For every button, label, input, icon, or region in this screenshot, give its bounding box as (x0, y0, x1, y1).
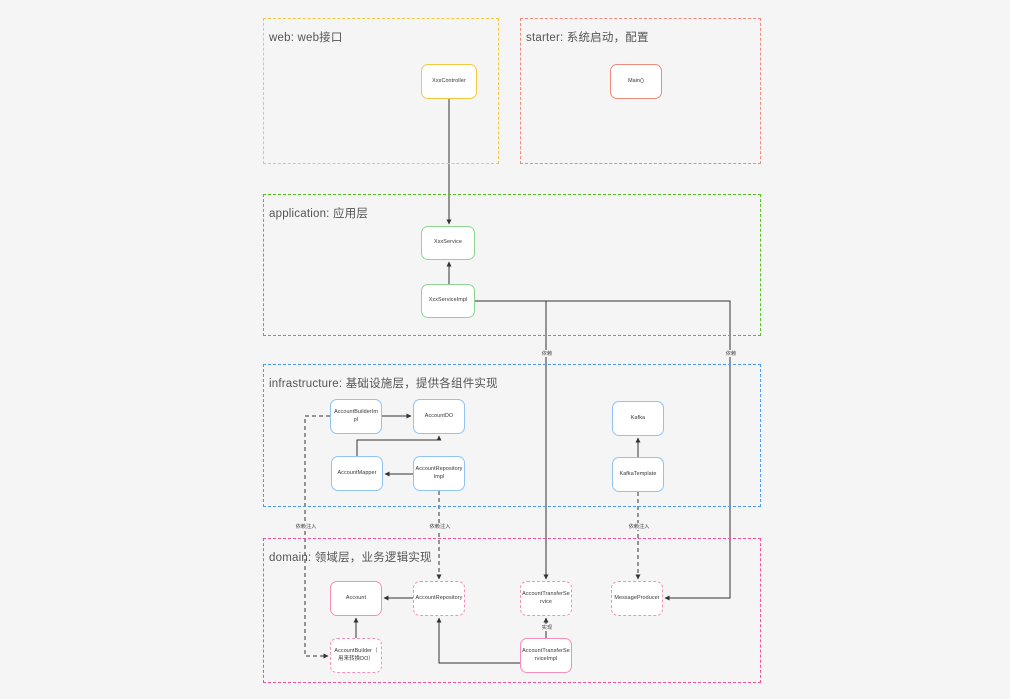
node-label-line: Impl (433, 473, 445, 480)
node-xxx-service-impl[interactable]: XxxServiceImpl (421, 284, 475, 318)
edge-label-dep-inject-builder: 依赖注入 (291, 523, 321, 530)
node-label-line: AccountTransferSe (522, 590, 570, 597)
node-account-do[interactable]: AccountDO (413, 399, 465, 434)
layer-title-web: web: web接口 (269, 32, 343, 44)
layer-title-domain: domain: 领域层，业务逻辑实现 (269, 552, 432, 564)
node-label-line: AccountDO (424, 412, 454, 419)
node-label-line: AccountRepository (415, 465, 463, 472)
node-label-line: AccountMapper (337, 469, 377, 476)
node-message-producer[interactable]: MessageProducer (611, 581, 663, 616)
node-kafka-template[interactable]: KafkaTemplate (612, 457, 664, 492)
node-label-line: AccountTransferSe (522, 647, 570, 654)
layer-application (263, 194, 761, 336)
node-label-line: rvice (540, 598, 552, 605)
layer-starter (520, 18, 761, 164)
node-label-account-repository: AccountRepository (416, 595, 463, 603)
node-label-line: XxxController (432, 77, 466, 84)
edge-mapper-to-accountdo (356, 435, 442, 456)
node-label-line: pl (353, 416, 359, 423)
node-label-line: KafkaTemplate (619, 470, 657, 477)
node-label-line: XxxService (434, 239, 462, 246)
layer-web (263, 18, 499, 164)
node-account-builder[interactable]: AccountBuilder（用来转换DO） (330, 638, 382, 673)
edge-label-dep-transfer: 依赖 (532, 350, 562, 357)
layer-title-infrastructure: infrastructure: 基础设施层，提供各组件实现 (269, 378, 498, 390)
node-xxx-service[interactable]: XxxService (421, 226, 475, 260)
edge-di-builderimpl-to-builder (304, 415, 330, 659)
edge-serviceimpl-to-messageproducer (475, 300, 731, 601)
node-main[interactable]: Main() (610, 64, 662, 99)
node-account-mapper[interactable]: AccountMapper (331, 456, 383, 491)
node-label-account: Account (346, 595, 366, 603)
node-label-line: MessageProducer (614, 594, 660, 601)
layer-title-starter: starter: 系统启动，配置 (526, 32, 649, 44)
layer-title-application: application: 应用层 (269, 208, 369, 220)
node-account[interactable]: Account (330, 581, 382, 616)
node-label-kafka-template: KafkaTemplate (620, 471, 657, 479)
node-label-xxx-service-impl: XxxServiceImpl (429, 297, 468, 305)
node-label-kafka: Kafka (631, 415, 645, 423)
node-label-main: Main() (628, 78, 644, 86)
node-label-line: AccountRepository (415, 594, 463, 601)
node-label-line: AccountBuilder（ (334, 647, 378, 654)
node-label-message-producer: MessageProducer (614, 595, 659, 603)
node-account-repository[interactable]: AccountRepository (413, 581, 465, 616)
node-xxx-controller[interactable]: XxxController (421, 64, 477, 99)
node-label-line: 用来转换DO） (338, 655, 374, 662)
edge-label-dep-producer: 依赖 (716, 350, 746, 357)
edge-label-impl-transfer: 实现 (532, 624, 562, 631)
node-kafka[interactable]: Kafka (612, 401, 664, 436)
node-label-line: Kafka (630, 414, 646, 421)
node-label-line: XxxServiceImpl (428, 297, 468, 304)
edge-label-dep-inject-repository: 依赖注入 (425, 523, 455, 530)
node-label-line: Main() (628, 77, 644, 84)
layer-domain (263, 538, 761, 683)
layer-infrastructure (263, 364, 761, 507)
node-label-line: rviceImpl (534, 655, 558, 662)
node-label-xxx-service: XxxService (434, 239, 462, 247)
node-label-account-do: AccountDO (425, 413, 453, 421)
node-label-line: Account (345, 594, 367, 601)
edge-label-dep-inject-kafka: 依赖注入 (624, 523, 654, 530)
node-label-account-mapper: AccountMapper (337, 470, 376, 478)
node-label-line: AccountBuilderIm (334, 408, 378, 415)
node-label-xxx-controller: XxxController (432, 78, 466, 86)
node-label-account-builder: AccountBuilder（用来转换DO） (334, 648, 377, 664)
edge-transferimpl-to-repository (436, 617, 520, 664)
